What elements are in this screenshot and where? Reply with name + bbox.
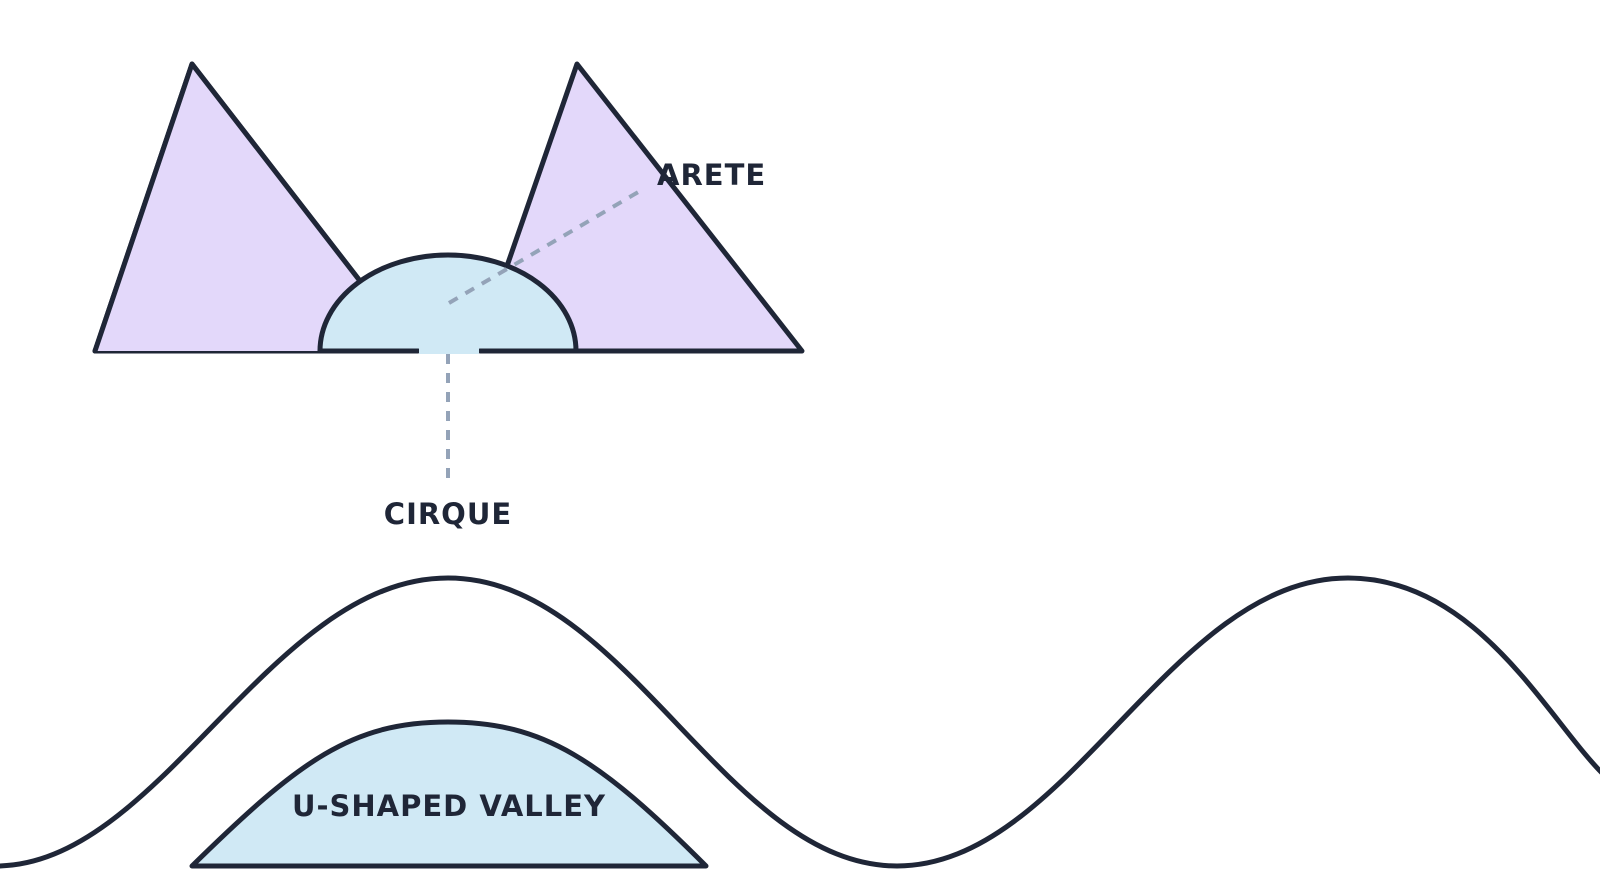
right-peak-outline [504, 61, 805, 354]
arete-label: ARETE [657, 158, 766, 192]
left-peak-outline [92, 61, 363, 354]
right-peak [507, 64, 802, 351]
u-shaped-valley-shape [189, 719, 709, 869]
cirque-shape [317, 252, 579, 352]
cirque-label: CIRQUE [384, 497, 512, 531]
u-shaped-valley-label: U-SHAPED VALLEY [292, 789, 606, 823]
left-peak-fill-close [95, 64, 360, 351]
cirque-base-gap [419, 346, 479, 354]
terrain-profile-wave [0, 575, 1600, 869]
